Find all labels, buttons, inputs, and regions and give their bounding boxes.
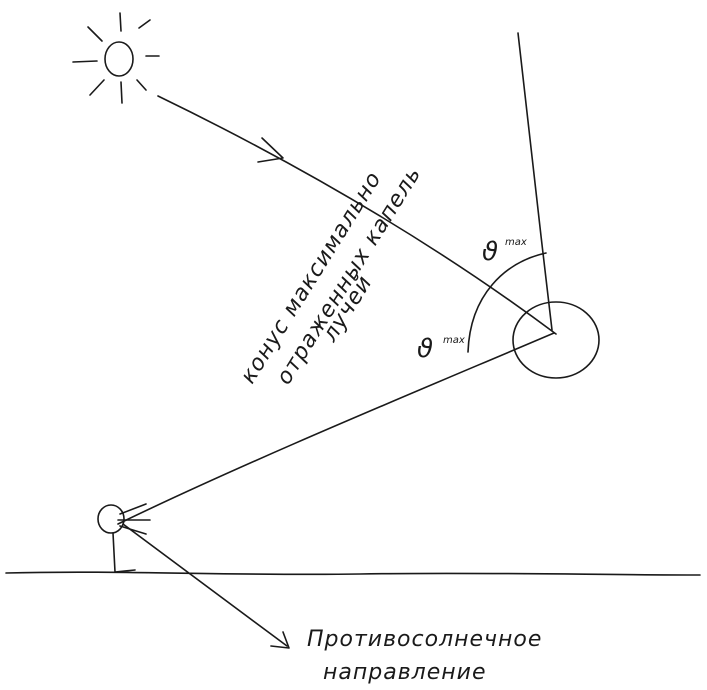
antisolar-label-line2: направление xyxy=(323,660,486,685)
theta-max-upper-label: ϑ max xyxy=(482,237,527,267)
svg-text:max: max xyxy=(505,237,527,248)
droplet-circle xyxy=(512,301,600,379)
observer-eye-icon xyxy=(97,503,151,573)
sun-ray-line xyxy=(157,95,557,335)
antisolar-label-line1: Противосолнечное xyxy=(307,627,542,652)
ray-arrowhead xyxy=(257,137,284,163)
theta-max-lower-label: ϑ max xyxy=(417,334,465,364)
antisolar-arrowhead xyxy=(270,631,290,649)
svg-text:ϑ: ϑ xyxy=(482,237,498,267)
svg-text:max: max xyxy=(443,335,465,346)
vertical-line xyxy=(517,32,553,331)
angle-arc xyxy=(467,252,547,353)
ground-line xyxy=(5,571,701,576)
svg-text:ϑ: ϑ xyxy=(417,334,433,364)
sun-icon xyxy=(72,12,160,104)
antisolar-arrow-line xyxy=(122,523,288,647)
observer-line xyxy=(117,332,555,525)
